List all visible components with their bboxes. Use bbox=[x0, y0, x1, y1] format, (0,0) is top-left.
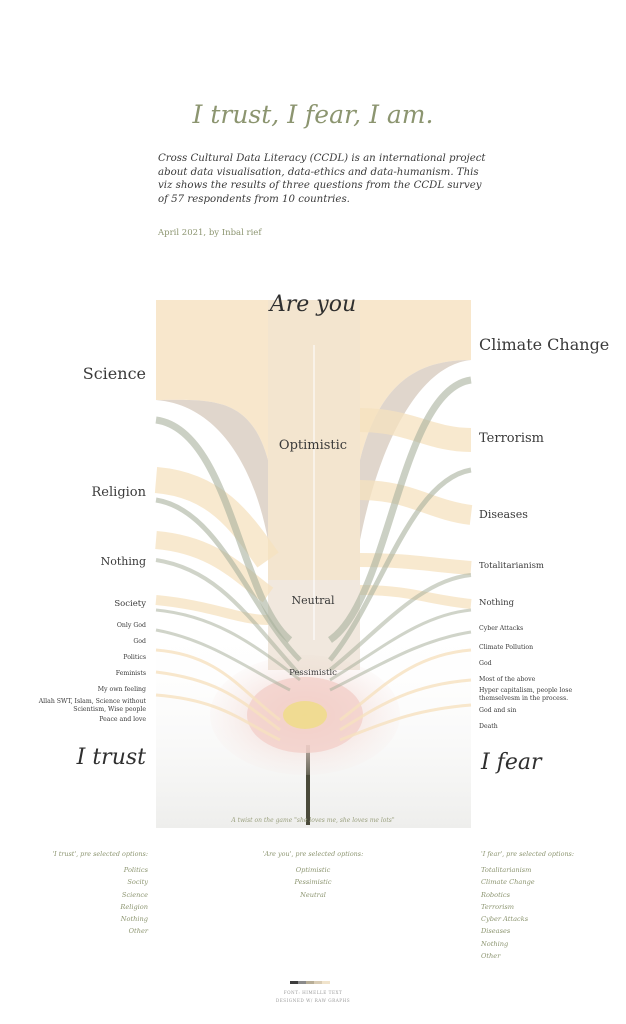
legend-are-item: Neutral bbox=[300, 890, 326, 899]
legend-fear-item: Totalitarianism bbox=[481, 866, 532, 874]
fear-node-label: God and sin bbox=[479, 707, 517, 714]
legend-trust-item: Other bbox=[128, 927, 148, 936]
legend-fear-item: Climate Change bbox=[481, 878, 535, 887]
legend-fear-item: Robotics bbox=[481, 890, 510, 899]
trust-node-label: Feminists bbox=[115, 670, 146, 677]
trust-node-label: Allah SWT, Islam, Science without Scient… bbox=[38, 698, 146, 713]
fear-node-label: God bbox=[479, 660, 492, 667]
color-swatch bbox=[298, 981, 306, 984]
fear-node-label: Cyber Attacks bbox=[479, 625, 524, 632]
are-node-label: Optimistic bbox=[278, 438, 348, 453]
are-you-heading: Are you bbox=[269, 292, 357, 317]
legend-trust-item: Science bbox=[121, 890, 148, 899]
legend-are-options: 'Are you', pre selected options: Optimis… bbox=[226, 850, 400, 901]
fear-node-label: Terrorism bbox=[479, 431, 544, 446]
legend-fear-item: Terrorism bbox=[481, 902, 514, 911]
trust-node-label: God bbox=[133, 638, 146, 645]
legend-trust-item: Socity bbox=[127, 878, 148, 887]
color-swatch bbox=[306, 981, 314, 984]
fear-node-label: Climate Pollution bbox=[479, 644, 534, 651]
byline: April 2021, by Inbal rief bbox=[158, 228, 262, 238]
flower-image bbox=[156, 620, 471, 828]
page-title: I trust, I fear, I am. bbox=[192, 100, 434, 129]
are-node-label: Pessimistic bbox=[289, 668, 337, 678]
footer-font-credit: FONT: HIMELLE TEXT bbox=[283, 990, 343, 995]
trust-node-label: Nothing bbox=[100, 555, 146, 568]
i-trust-heading: I trust bbox=[76, 745, 146, 770]
fear-node-label: Death bbox=[479, 723, 498, 730]
legend-trust-options: 'I trust', pre selected options: Politic… bbox=[40, 850, 148, 938]
intro-paragraph: Cross Cultural Data Literacy (CCDL) is a… bbox=[158, 153, 486, 205]
trust-node-label: Religion bbox=[91, 485, 146, 500]
legend-trust-heading: 'I trust', pre selected options: bbox=[52, 850, 148, 858]
fear-node-label: Most of the above bbox=[479, 676, 536, 683]
trust-node-label: My own feeling bbox=[97, 686, 146, 693]
fear-node-label: Climate Change bbox=[479, 335, 610, 354]
legend-fear-item: Nothing bbox=[481, 939, 509, 948]
trust-node-label: Only God bbox=[116, 622, 146, 629]
color-swatches bbox=[290, 981, 330, 984]
legend-trust-item: Nothing bbox=[120, 915, 148, 924]
color-swatch bbox=[290, 981, 298, 984]
legend-fear-options: 'I fear', pre selected options: Totalita… bbox=[481, 850, 574, 962]
image-caption: A twist on the game "she loves me, she l… bbox=[231, 817, 395, 824]
fear-node-label: Nothing bbox=[479, 598, 515, 608]
color-swatch bbox=[314, 981, 322, 984]
legend-are-item: Optimistic bbox=[295, 866, 331, 874]
trust-node-label: Society bbox=[114, 599, 146, 609]
fear-node-label: Totalitarianism bbox=[479, 561, 544, 571]
legend-fear-item: Cyber Attacks bbox=[481, 915, 529, 924]
legend-trust-item: Religion bbox=[120, 902, 148, 911]
trust-node-label: Peace and love bbox=[99, 716, 146, 723]
legend-are-heading: 'Are you', pre selected options: bbox=[262, 850, 364, 858]
legend-fear-item: Other bbox=[481, 952, 501, 961]
color-swatch bbox=[322, 981, 330, 984]
legend-fear-item: Diseases bbox=[481, 927, 511, 936]
trust-node-label: Politics bbox=[123, 654, 146, 661]
fear-node-label: Hyper capitalism, people lose themselves… bbox=[479, 687, 573, 702]
legend-fear-heading: 'I fear', pre selected options: bbox=[481, 850, 574, 858]
legend-trust-item: Politics bbox=[123, 866, 148, 874]
legend-are-item: Pessimistic bbox=[294, 878, 332, 887]
are-node-label: Neutral bbox=[291, 594, 335, 607]
trust-node-label: Science bbox=[82, 364, 146, 383]
fear-node-label: Diseases bbox=[479, 508, 528, 521]
footer-tool-credit: DESIGNED W/ RAW GRAPHS bbox=[275, 998, 351, 1003]
i-fear-heading: I fear bbox=[481, 750, 542, 775]
